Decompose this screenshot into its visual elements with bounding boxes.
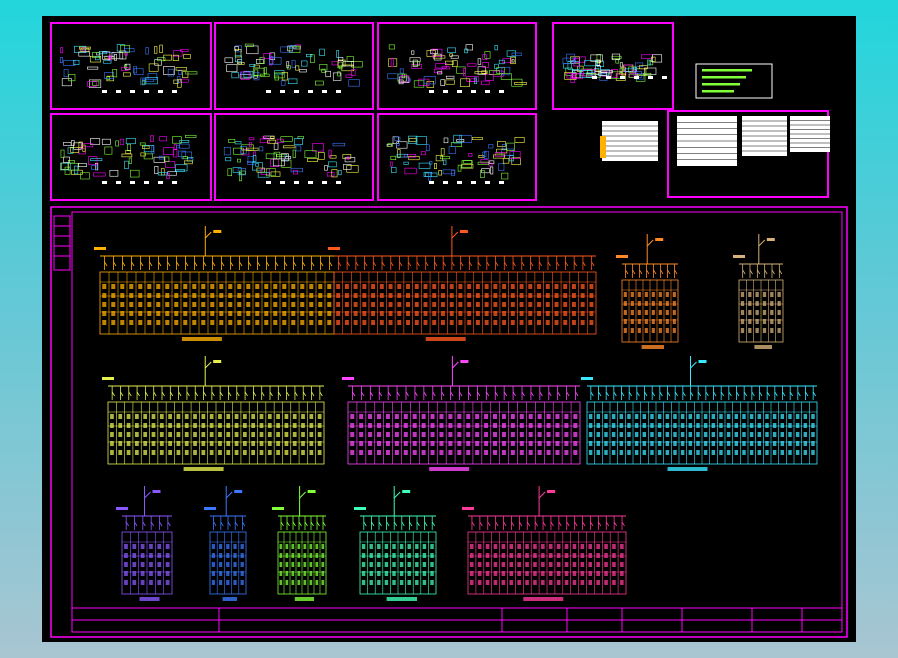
title-stamp	[695, 63, 773, 99]
panel-7[interactable]	[581, 356, 818, 471]
panel-5[interactable]	[102, 356, 325, 471]
thumbnail-detail	[59, 43, 830, 184]
plan-sheet-6[interactable]	[214, 113, 374, 201]
panel-12[interactable]	[462, 486, 627, 601]
plan-sheet-5[interactable]	[50, 113, 212, 201]
panel-2[interactable]	[328, 226, 597, 341]
distribution-panels	[94, 226, 818, 601]
plan-sheet-7[interactable]	[377, 113, 537, 201]
plan-sheet-2[interactable]	[214, 22, 374, 110]
panel-10[interactable]	[272, 486, 327, 601]
plan-sheet-1[interactable]	[50, 22, 212, 110]
title-block	[71, 607, 843, 633]
plan-sheet-4[interactable]	[552, 22, 674, 110]
cad-drawing-canvas[interactable]	[42, 16, 856, 642]
plan-sheet-3[interactable]	[377, 22, 537, 110]
panel-6[interactable]	[342, 356, 581, 471]
main-schematic-sheet	[50, 206, 848, 638]
panel-3[interactable]	[616, 234, 679, 349]
panel-1[interactable]	[94, 226, 335, 341]
floor-plan-thumbnails	[50, 22, 829, 201]
panel-11[interactable]	[354, 486, 437, 601]
cad-drawing	[50, 22, 848, 638]
legend-sheet[interactable]	[667, 110, 829, 198]
panel-9[interactable]	[204, 486, 247, 601]
panel-4[interactable]	[733, 234, 784, 349]
panel-8[interactable]	[116, 486, 173, 601]
